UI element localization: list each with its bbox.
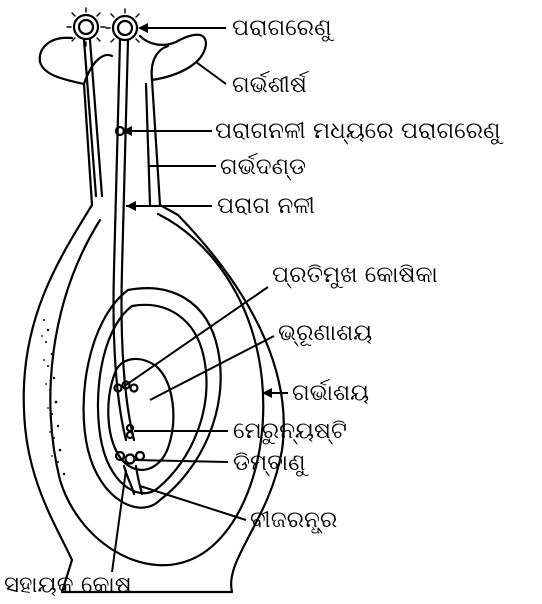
label-synergids: ସହାୟକ କୋଷ bbox=[4, 572, 132, 598]
label-style: ଗର୍ଭଦଣ୍ଡ bbox=[220, 154, 306, 180]
label-pollen-in-tube: ପରାଗନଳୀ ମଧ୍ୟରେ ପରାଗରେଣୁ bbox=[215, 118, 500, 144]
polar-nucleus bbox=[127, 432, 133, 438]
pollen-tube bbox=[90, 40, 102, 196]
ovary-wall bbox=[50, 214, 263, 565]
leader-stigma bbox=[196, 62, 226, 84]
label-polar-nuclei: ମେରୁନ୍ୟଷ୍ଟି bbox=[233, 418, 347, 444]
leader-embryo-sac bbox=[150, 336, 274, 400]
pollen-grain bbox=[74, 15, 98, 39]
stigma-lobe bbox=[84, 55, 112, 84]
label-embryo-sac: ଭ୍ରୂଣାଶୟ bbox=[278, 320, 372, 346]
arrowhead bbox=[126, 201, 136, 211]
synergid bbox=[136, 452, 144, 460]
label-pollen-grain: ପରାଗରେଣୁ bbox=[232, 15, 332, 41]
label-pollen-tube: ପରାଗ ନଳୀ bbox=[217, 193, 315, 219]
label-micropyle: ବୀଜରନ୍ଧ୍ର bbox=[250, 507, 337, 533]
label-antipodal-cells: ପ୍ରତିମୁଖ କୋଷିକା bbox=[272, 262, 438, 288]
label-stigma: ଗର୍ଭଶୀର୍ଷ bbox=[232, 72, 307, 98]
funiculus-stipple bbox=[41, 319, 65, 487]
polar-nucleus bbox=[127, 425, 133, 431]
leader-egg bbox=[134, 460, 228, 462]
label-egg-cell: ଡିମ୍ବାଣୁ bbox=[233, 450, 306, 476]
arrowhead bbox=[138, 23, 148, 33]
egg-cell bbox=[126, 455, 135, 464]
antipodal-cell bbox=[131, 385, 138, 392]
leader-antipodal bbox=[126, 287, 268, 385]
label-ovary: ଗର୍ଭାଶୟ bbox=[292, 380, 369, 406]
stigma-lobe bbox=[152, 46, 168, 80]
pollen-grain bbox=[113, 16, 137, 40]
style-wall bbox=[146, 84, 150, 205]
